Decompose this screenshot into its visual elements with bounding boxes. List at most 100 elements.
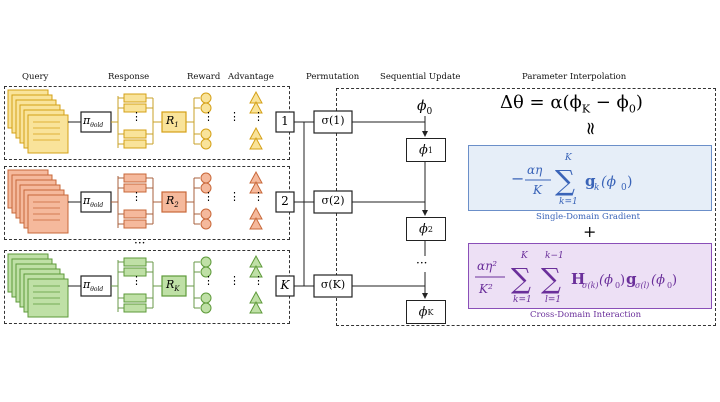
single-sum-lower: k=1 (559, 197, 578, 207)
response-vdots-2: ⋮ (131, 190, 142, 203)
response-bar-3 (123, 293, 147, 303)
reward-circle-4 (200, 218, 212, 230)
reward-circle-3 (200, 128, 212, 140)
reward-circle-1 (200, 92, 212, 104)
advantage-triangle-4 (249, 300, 263, 314)
response-bar-3 (123, 209, 147, 219)
response-vdots-3: ⋮ (131, 274, 142, 287)
cross-numerator: αη² (477, 259, 497, 273)
update-ellipsis: ··· (416, 256, 428, 270)
reward-circle-3 (200, 292, 212, 304)
single-numerator: αη (527, 163, 543, 177)
policy-label-1: πθold (83, 114, 104, 130)
header-reward: Reward (187, 72, 221, 82)
policy-label-3: πθold (83, 278, 104, 294)
reward-label-2: R2 (166, 194, 179, 210)
plus-symbol: + (583, 222, 597, 241)
cross-g-arg-sub: 0 (667, 281, 672, 290)
advantage-vdots-2: ⋮ (253, 190, 264, 203)
response-bar-1 (123, 173, 147, 183)
header-query: Query (22, 72, 49, 82)
single-denominator: K (532, 183, 543, 197)
advantage-triangle-2 (249, 180, 263, 194)
cross-domain-panel: αη² K² K ∑ k=1 k−1 ∑ l=1 H σ(k) (ϕ 0 ) g… (468, 243, 712, 309)
cross-denominator: K² (478, 282, 493, 296)
cross-sum1-upper: K (520, 251, 529, 261)
advantage-triangle-2 (249, 100, 263, 114)
cross-domain-formula: αη² K² K ∑ k=1 k−1 ∑ l=1 H σ(k) (ϕ 0 ) g… (475, 251, 677, 305)
cross-h-sub: σ(k) (582, 281, 599, 290)
single-sum-sign: ∑ (555, 164, 575, 197)
cross-sum2-sign: ∑ (541, 262, 561, 295)
header-parameter-interpolation: Parameter Interpolation (522, 72, 627, 82)
advantage-vdots-1: ⋮ (253, 110, 264, 123)
cross-sum2-upper: k−1 (545, 251, 564, 261)
approx-symbol: ≈ (580, 120, 602, 137)
response-bar-4 (123, 139, 147, 149)
cross-sum1-sign: ∑ (511, 262, 531, 295)
response-bar-1 (123, 93, 147, 103)
phi-0-label: ϕ0 (417, 98, 433, 117)
cross-h: H (571, 270, 585, 288)
reward-mid-vdots-1: ⋮ (229, 110, 240, 123)
cross-h-arg-sub: 0 (615, 281, 620, 290)
advantage-triangle-4 (249, 136, 263, 150)
index-label-2: 2 (281, 194, 289, 208)
cross-g: g (626, 270, 637, 288)
perm-label-3: σ(K) (320, 278, 346, 291)
reward-label-3: RK (166, 278, 180, 294)
reward-circle-4 (200, 302, 212, 314)
reward-vdots-1: ⋮ (203, 110, 214, 123)
reward-circle-3 (200, 208, 212, 220)
cross-sum2-lower: l=1 (545, 295, 561, 305)
cross-domain-caption: Cross-Domain Interaction (530, 310, 642, 320)
reward-circle-2 (200, 102, 212, 114)
single-domain-panel: − αη K K ∑ k=1 g k (ϕ 0 ) (468, 145, 712, 211)
delta-theta-formula: Δθ = α(ϕK − ϕ0) (500, 92, 643, 116)
reward-circle-4 (200, 138, 212, 150)
advantage-triangle-2 (249, 264, 263, 278)
reward-mid-vdots-3: ⋮ (229, 274, 240, 287)
header-sequential-update: Sequential Update (380, 72, 461, 82)
response-bar-3 (123, 129, 147, 139)
single-domain-formula: − αη K K ∑ k=1 g k (ϕ 0 ) (511, 153, 632, 207)
single-minus: − (511, 169, 524, 188)
index-label-1: 1 (281, 114, 289, 128)
single-sum-upper: K (564, 153, 573, 163)
reward-vdots-3: ⋮ (203, 274, 214, 287)
single-g: g (585, 172, 596, 190)
reward-label-1: R1 (166, 114, 179, 130)
cross-g-arg-close: ) (672, 273, 677, 288)
cross-sum1-lower: k=1 (513, 295, 532, 305)
header-advantage: Advantage (228, 72, 274, 82)
single-arg-close: ) (627, 174, 632, 190)
response-vdots-1: ⋮ (131, 110, 142, 123)
single-domain-caption: Single-Domain Gradient (536, 212, 641, 222)
reward-vdots-2: ⋮ (203, 190, 214, 203)
header-response: Response (108, 72, 150, 82)
single-g-sub: k (594, 183, 599, 193)
reward-circle-1 (200, 172, 212, 184)
cross-g-arg: (ϕ (651, 273, 665, 288)
advantage-vdots-3: ⋮ (253, 274, 264, 287)
reward-mid-vdots-2: ⋮ (229, 190, 240, 203)
single-arg-sub: 0 (621, 183, 627, 193)
policy-label-2: πθold (83, 194, 104, 210)
reward-circle-1 (200, 256, 212, 268)
response-bar-4 (123, 303, 147, 313)
header-permutation: Permutation (306, 72, 360, 82)
reward-circle-2 (200, 266, 212, 278)
single-arg: (ϕ (601, 174, 616, 190)
response-bar-4 (123, 219, 147, 229)
domain-ellipsis: ··· (134, 236, 146, 250)
index-label-3: K (280, 278, 290, 292)
reward-circle-2 (200, 182, 212, 194)
response-bar-1 (123, 257, 147, 267)
advantage-triangle-4 (249, 216, 263, 230)
cross-h-arg-close: ) (620, 273, 625, 288)
perm-label-1: σ(1) (321, 114, 345, 127)
